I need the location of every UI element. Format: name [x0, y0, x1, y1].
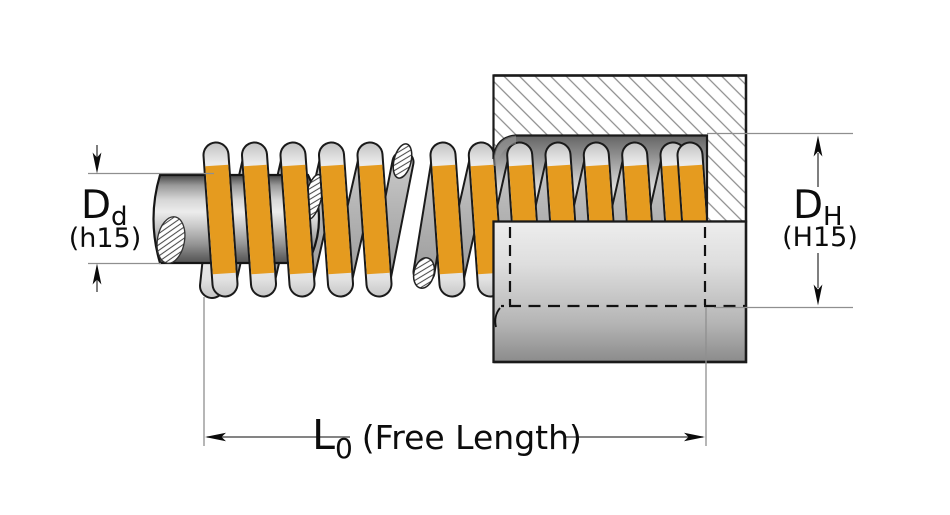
- rod-diameter-label: Dd: [81, 183, 128, 232]
- spring-wire: [359, 164, 390, 275]
- hidden-bore-lines: [494, 227, 745, 328]
- spring-wire: [320, 164, 352, 275]
- dimensions: Dd (h15) DH (H15) L0(Free Length): [69, 132, 858, 465]
- spring-wire: [470, 164, 502, 275]
- spring-wire: [243, 164, 275, 275]
- housing-outer-surface: [492, 220, 748, 364]
- hidden-fillet-arc: [494, 307, 501, 328]
- free-length-label: L0(Free Length): [312, 411, 582, 465]
- hole-diameter-tolerance: (H15): [782, 222, 858, 253]
- spring-wire: [282, 164, 313, 275]
- spring-wire: [432, 164, 463, 275]
- rod-end-section-cut: [156, 216, 186, 264]
- rod-diameter-tolerance: (h15): [69, 223, 142, 254]
- hole-diameter-label: DH: [793, 183, 843, 232]
- wire-cut-bottom: [412, 257, 436, 289]
- spring-wire: [205, 164, 236, 275]
- dimension-arrowheads: [92, 135, 823, 442]
- wire-cut-top: [392, 143, 413, 179]
- extension-lines: [88, 132, 853, 446]
- housing-outline: [493, 74, 748, 364]
- bore-entry-fillet: [493, 135, 516, 166]
